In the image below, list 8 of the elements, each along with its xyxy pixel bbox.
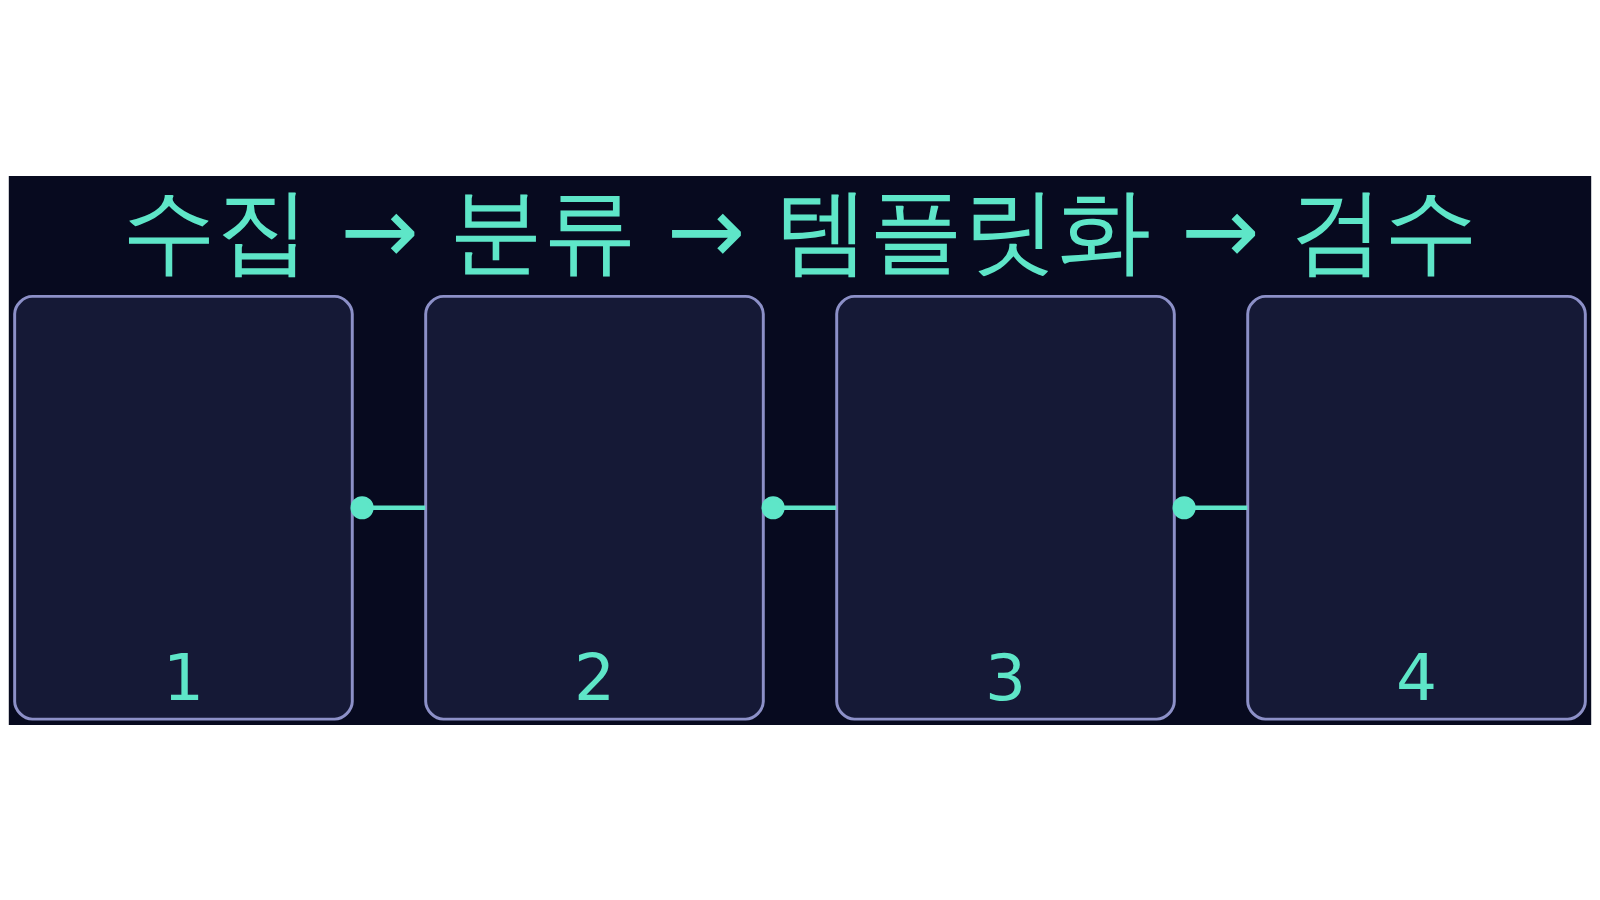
node-box: 1 [13,294,354,721]
connector [1172,495,1248,519]
node-box: 2 [424,294,765,721]
diagram-title: 수집 → 분류 → 템플릿화 → 검수 [122,175,1478,285]
node-box: 3 [835,294,1176,721]
node-box: 4 [1246,294,1587,721]
connector [350,495,426,519]
connector [761,495,837,519]
